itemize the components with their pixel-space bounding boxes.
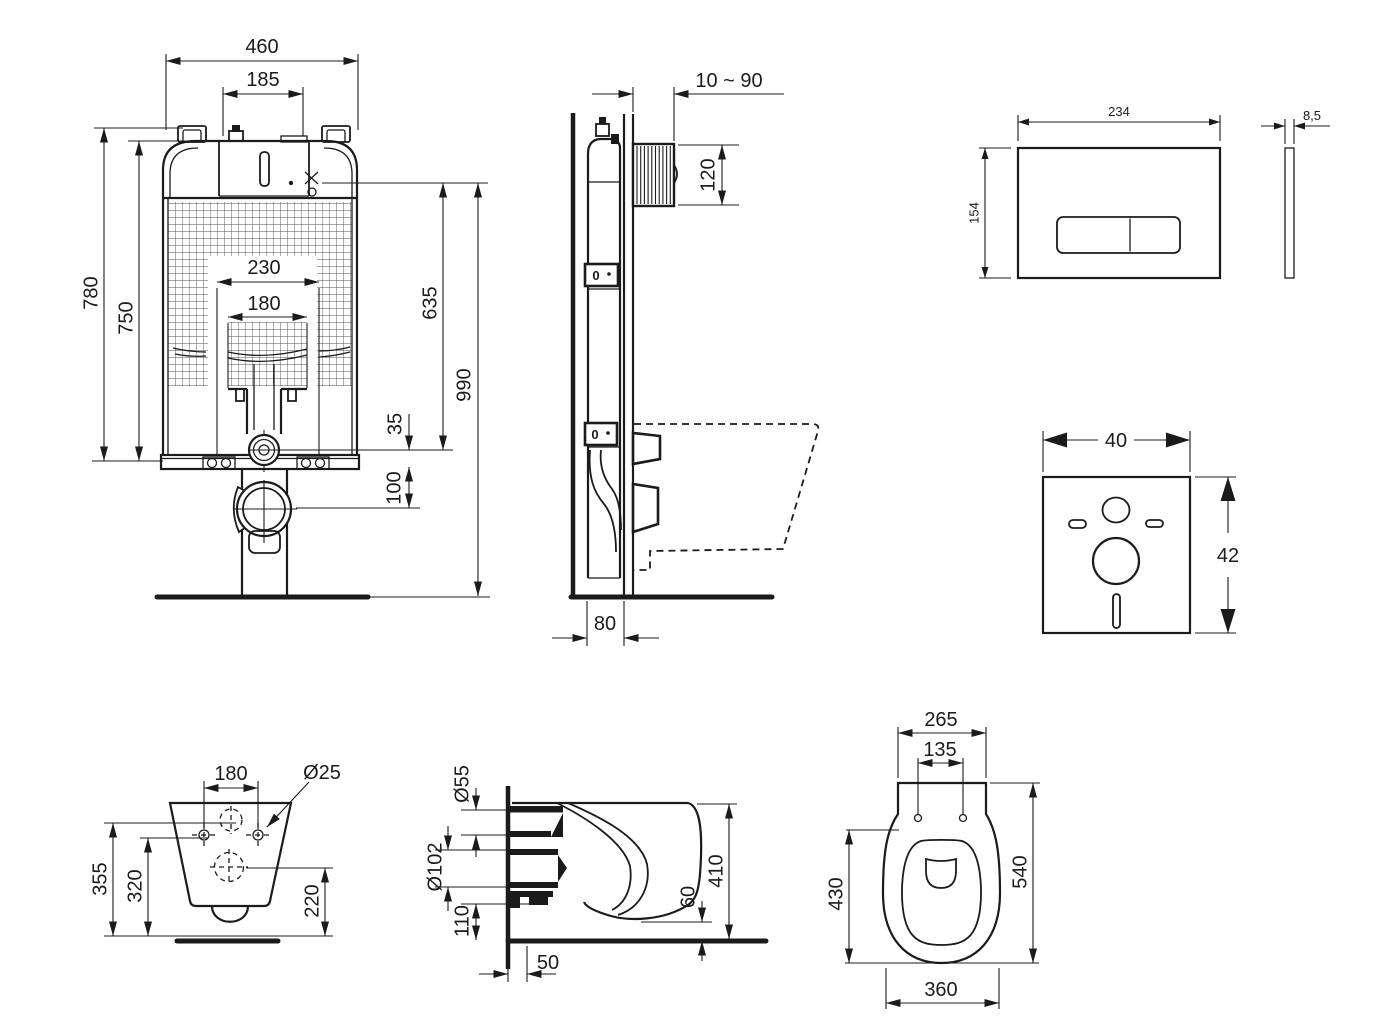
mat-slot-left xyxy=(1068,519,1087,529)
bowl-side-view: Ø55 Ø102 110 50 60 410 xyxy=(424,765,769,982)
bowl-side-body xyxy=(512,801,703,920)
flush-plate-body xyxy=(1016,146,1222,280)
bowl-dashed-outline xyxy=(633,423,820,571)
flush-pipe xyxy=(228,364,307,434)
dim-outlet-axis-height: 110 xyxy=(451,905,473,937)
dim-frame-depth: 80 xyxy=(594,613,616,635)
dim-inlet-diameter: Ø55 xyxy=(451,765,473,803)
dim-lid-width: 185 xyxy=(246,69,279,91)
dim-rim-gap: 60 xyxy=(677,886,699,908)
bowl-top-inner-rim xyxy=(901,838,982,946)
mat-outlet-hole xyxy=(1091,536,1141,586)
frame-rails xyxy=(161,198,359,455)
flush-plate-front-view: 234 154 xyxy=(966,104,1222,280)
bowl-top-sump xyxy=(925,857,957,889)
dim-rear-overall-height: 355 xyxy=(89,862,111,895)
dim-rear-hole-spacing: 180 xyxy=(214,763,247,785)
dim-wall-range: 10 ~ 90 xyxy=(695,70,762,92)
cistern-front-view: 460 185 780 750 635 990 35 100 xyxy=(80,36,490,600)
dim-bowl-height: 410 xyxy=(705,854,727,887)
bowl-top-dimensions: 265 135 430 540 360 xyxy=(825,709,1040,1009)
flush-buttons xyxy=(1056,216,1181,254)
insulation-mat-view: 40 42 xyxy=(1041,430,1239,635)
dim-rear-outlet-height: 220 xyxy=(301,884,323,917)
cistern-side-view: 0 0 xyxy=(552,70,820,646)
dim-frame-height: 780 xyxy=(80,276,102,309)
flush-plate-side-view: 8,5 xyxy=(1261,108,1330,279)
bowl-rear-body xyxy=(168,801,293,908)
dim-outlet-drop: 100 xyxy=(383,471,405,504)
frame-rail-profile xyxy=(622,114,635,597)
dim-plate-height: 154 xyxy=(966,202,981,224)
bowl-top-outline xyxy=(881,781,1002,965)
cistern-side-dimensions: 10 ~ 90 120 80 xyxy=(552,70,784,646)
dim-frame-width: 460 xyxy=(245,36,278,58)
mat-dimensions: 40 42 xyxy=(1042,430,1239,634)
bowl-top-view: 265 135 430 540 360 xyxy=(825,709,1040,1009)
dim-valve-height: 635 xyxy=(419,286,441,319)
bowl-rear-trap xyxy=(210,905,250,923)
mat-bottom-slot xyxy=(1112,593,1121,629)
cistern-tank xyxy=(161,125,359,200)
bowl-rear-dimensions: 180 Ø25 355 320 220 xyxy=(89,762,341,937)
dim-wall-offset: 50 xyxy=(537,952,559,974)
water-level-curves xyxy=(172,346,351,363)
dim-tank-height: 750 xyxy=(115,301,137,334)
tank-bracket-right xyxy=(321,125,351,143)
dim-rail-spacing: 230 xyxy=(247,257,280,279)
bowl-side-dimensions: Ø55 Ø102 110 50 60 410 xyxy=(424,765,737,982)
dim-rear-hole-diameter: Ø25 xyxy=(303,762,341,784)
dim-plate-width: 234 xyxy=(1108,104,1130,119)
fill-valve xyxy=(288,171,319,197)
dim-mat-width: 40 xyxy=(1105,430,1127,452)
dim-plate-thickness: 8,5 xyxy=(1303,108,1321,123)
flush-plate-opening xyxy=(631,142,678,208)
cistern-front-dimensions: 460 185 780 750 635 990 35 100 xyxy=(80,36,490,598)
flush-plate-profile xyxy=(1284,147,1295,279)
mat-slot-right xyxy=(1145,519,1164,528)
dim-outlet-diameter: Ø102 xyxy=(424,843,446,892)
bowl-rear-view: 180 Ø25 355 320 220 xyxy=(89,762,341,944)
dim-bowl-length: 430 xyxy=(825,877,847,910)
mounting-brackets xyxy=(631,431,662,534)
dim-mat-height: 42 xyxy=(1217,545,1239,567)
tank-slot xyxy=(259,151,270,187)
flush-plate-dimensions: 234 154 xyxy=(966,104,1221,279)
mat-body xyxy=(1041,475,1192,635)
bowl-side-fittings xyxy=(510,806,567,908)
inlet-stub xyxy=(228,130,244,142)
dim-pipe-spacing: 180 xyxy=(247,293,280,315)
dim-total-height: 990 xyxy=(453,368,475,401)
dim-top-rear-width: 265 xyxy=(924,709,957,731)
tank-profile xyxy=(586,117,622,579)
level-indicator-bottom: 0 xyxy=(583,421,619,447)
bowl-top-hole-left xyxy=(913,813,923,823)
level-marker-top-label: 0 xyxy=(592,268,599,283)
dim-top-hole-spacing: 135 xyxy=(923,739,956,761)
bowl-top-hole-right xyxy=(958,813,968,823)
dim-bend-offset: 35 xyxy=(384,413,406,435)
dim-bowl-width: 360 xyxy=(924,979,957,1001)
dim-rear-hole-height: 320 xyxy=(124,869,146,902)
dim-overall-length: 540 xyxy=(1009,855,1031,888)
level-indicator-top: 0 xyxy=(583,262,620,288)
flush-plate-thickness-dimension: 8,5 xyxy=(1261,108,1330,144)
frame-mesh-panels xyxy=(168,202,352,386)
drain-assembly xyxy=(232,430,297,596)
mat-top-hole xyxy=(1101,496,1131,524)
dim-opening-height: 120 xyxy=(697,158,719,191)
level-marker-bottom-label: 0 xyxy=(591,427,598,442)
